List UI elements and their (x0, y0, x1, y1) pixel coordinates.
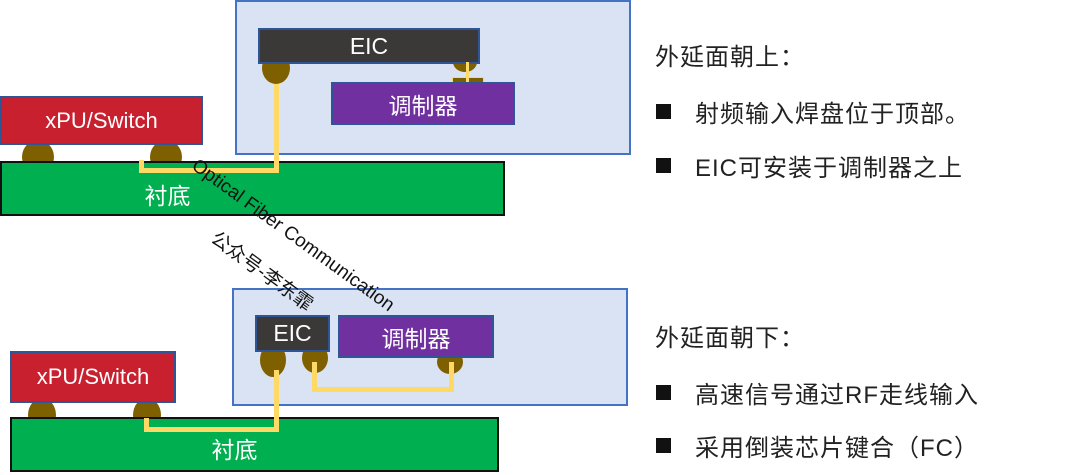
bottom-trace-vertical-eic (274, 370, 279, 432)
bottom-modulator-chip: 调制器 (338, 315, 494, 358)
top-substrate-label: 衬底 (144, 182, 191, 209)
top-eic-chip: EIC (258, 28, 480, 64)
bottom-eic-mod-trace-left (312, 362, 317, 392)
top-xpu-label: xPU/Switch (45, 107, 158, 133)
notes-bottom-bullet-1: 高速信号通过RF走线输入 (656, 375, 979, 410)
top-eic-label: EIC (349, 32, 389, 59)
bottom-substrate: 衬底 (10, 417, 499, 472)
bottom-xpu-chip: xPU/Switch (10, 351, 176, 403)
top-xpu-chip: xPU/Switch (0, 96, 203, 145)
bullet-square-icon (656, 158, 671, 173)
notes-bottom-bullet-1-text: 高速信号通过RF走线输入 (695, 382, 979, 409)
top-modulator-chip: 调制器 (331, 82, 515, 125)
top-trace-horizontal (139, 168, 279, 173)
top-trace-vertical-xpu (139, 160, 144, 173)
notes-top-bullet-2: EIC可安装于调制器之上 (656, 148, 963, 183)
notes-top-bullet-1: 射频输入焊盘位于顶部。 (656, 94, 970, 129)
bottom-eic-label: EIC (273, 320, 312, 346)
bottom-trace-horizontal (144, 427, 279, 432)
notes-top-bullet-2-text: EIC可安装于调制器之上 (695, 155, 964, 182)
notes-bottom-bullet-2: 采用倒装芯片键合（FC） (656, 428, 979, 463)
bottom-eic-mod-trace-right (449, 362, 454, 392)
bottom-eic-chip: EIC (255, 315, 330, 352)
top-eic-mod-wire (466, 62, 469, 82)
bottom-substrate-label: 衬底 (211, 436, 258, 463)
bullet-square-icon (656, 104, 671, 119)
bullet-square-icon (656, 385, 671, 400)
notes-bottom-bullet-2-text: 采用倒装芯片键合（FC） (695, 435, 979, 462)
bottom-modulator-label: 调制器 (381, 325, 451, 352)
top-photonic-package (235, 0, 631, 155)
bottom-trace-vertical-xpu (144, 418, 149, 432)
notes-top-bullet-1-text: 射频输入焊盘位于顶部。 (695, 101, 970, 128)
top-modulator-label: 调制器 (388, 92, 458, 119)
bottom-xpu-label: xPU/Switch (36, 364, 150, 389)
notes-top-heading: 外延面朝上： (655, 44, 805, 71)
bottom-eic-mod-trace-horizontal (312, 387, 454, 392)
top-trace-vertical-eic (274, 84, 279, 173)
notes-bottom-heading: 外延面朝下： (655, 325, 805, 352)
bullet-square-icon (656, 438, 671, 453)
